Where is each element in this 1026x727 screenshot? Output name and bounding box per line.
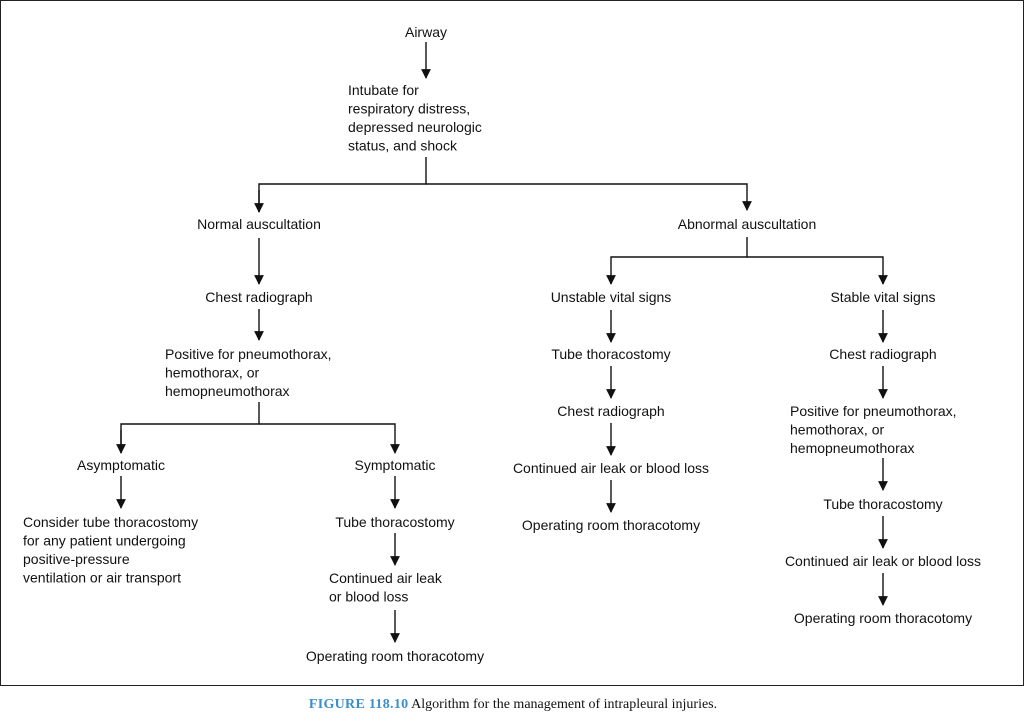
node-stable-chest: Chest radiograph — [829, 346, 936, 362]
figure-caption: FIGURE 118.10 Algorithm for the manageme… — [0, 697, 1026, 713]
node-stable: Stable vital signs — [830, 289, 935, 305]
branch-symptoms — [120, 402, 260, 453]
node-line: Tube thoracostomy — [551, 346, 670, 362]
node-line: Positive for pneumothorax, — [165, 346, 332, 362]
node-line: Intubate for — [348, 82, 419, 98]
node-consider-tube: Consider tube thoracostomy for any patien… — [23, 514, 198, 586]
branch-to-stable — [747, 256, 888, 285]
node-line: Chest radiograph — [829, 346, 936, 362]
branch-to-symptomatic — [259, 423, 400, 454]
caption-label: FIGURE 118.10 — [308, 697, 409, 712]
node-unstable-tube: Tube thoracostomy — [551, 346, 670, 362]
node-line: Positive for pneumothorax, — [790, 403, 957, 419]
node-line: hemopneumothorax — [790, 440, 915, 456]
node-symp-continued: Continued air leak or blood loss — [329, 570, 443, 605]
node-stable-positive: Positive for pneumothorax, hemothorax, or… — [790, 403, 957, 456]
node-line: Airway — [405, 24, 447, 40]
figure-frame — [0, 0, 1024, 686]
node-line: Tube thoracostomy — [823, 496, 942, 512]
node-line: Operating room thoracotomy — [306, 648, 484, 664]
node-unstable: Unstable vital signs — [551, 289, 672, 305]
node-line: positive-pressure — [23, 551, 130, 567]
node-line: Chest radiograph — [205, 289, 312, 305]
node-left-chest-radiograph: Chest radiograph — [205, 289, 312, 305]
node-line: ventilation or air transport — [23, 570, 181, 586]
flowchart: Airway Intubate for respiratory distress,… — [23, 24, 981, 664]
node-unstable-chest: Chest radiograph — [557, 403, 664, 419]
node-line: for any patient undergoing — [23, 533, 186, 549]
node-unstable-operating: Operating room thoracotomy — [522, 517, 700, 533]
node-left-positive: Positive for pneumothorax, hemothorax, or… — [165, 346, 332, 399]
node-line: depressed neurologic — [348, 119, 482, 135]
node-line: or blood loss — [329, 589, 408, 605]
node-line: Continued air leak or blood loss — [513, 460, 709, 476]
node-asymptomatic: Asymptomatic — [77, 457, 165, 473]
node-line: Tube thoracostomy — [335, 514, 454, 530]
node-symptomatic: Symptomatic — [355, 457, 436, 473]
connectors — [116, 42, 888, 643]
node-intubate: Intubate for respiratory distress, depress… — [348, 82, 482, 154]
node-stable-tube: Tube thoracostomy — [823, 496, 942, 512]
node-abnormal-auscultation: Abnormal auscultation — [678, 216, 817, 232]
node-line: Asymptomatic — [77, 457, 165, 473]
caption-text: Algorithm for the management of intraple… — [411, 697, 718, 712]
node-line: Abnormal auscultation — [678, 216, 817, 232]
node-line: Operating room thoracotomy — [522, 517, 700, 533]
branch-auscultation — [258, 157, 427, 212]
node-line: Unstable vital signs — [551, 289, 672, 305]
branch-to-abnormal — [426, 183, 752, 211]
node-line: Continued air leak or blood loss — [785, 553, 981, 569]
node-airway: Airway — [405, 24, 447, 40]
node-line: status, and shock — [348, 138, 458, 154]
node-line: hemothorax, or — [790, 422, 884, 438]
node-line: Symptomatic — [355, 457, 436, 473]
node-line: Normal auscultation — [197, 216, 321, 232]
node-symp-tube: Tube thoracostomy — [335, 514, 454, 530]
node-symp-operating: Operating room thoracotomy — [306, 648, 484, 664]
node-stable-operating: Operating room thoracotomy — [794, 610, 972, 626]
nodes: Airway Intubate for respiratory distress,… — [23, 24, 981, 664]
node-line: Continued air leak — [329, 570, 443, 586]
node-stable-continued: Continued air leak or blood loss — [785, 553, 981, 569]
node-normal-auscultation: Normal auscultation — [197, 216, 321, 232]
node-line: hemothorax, or — [165, 365, 259, 381]
node-line: Stable vital signs — [830, 289, 935, 305]
node-line: Chest radiograph — [557, 403, 664, 419]
node-unstable-continued: Continued air leak or blood loss — [513, 460, 709, 476]
node-line: respiratory distress, — [348, 101, 470, 117]
node-line: hemopneumothorax — [165, 383, 290, 399]
node-line: Consider tube thoracostomy — [23, 514, 198, 530]
branch-vital-signs — [606, 237, 748, 285]
node-line: Operating room thoracotomy — [794, 610, 972, 626]
